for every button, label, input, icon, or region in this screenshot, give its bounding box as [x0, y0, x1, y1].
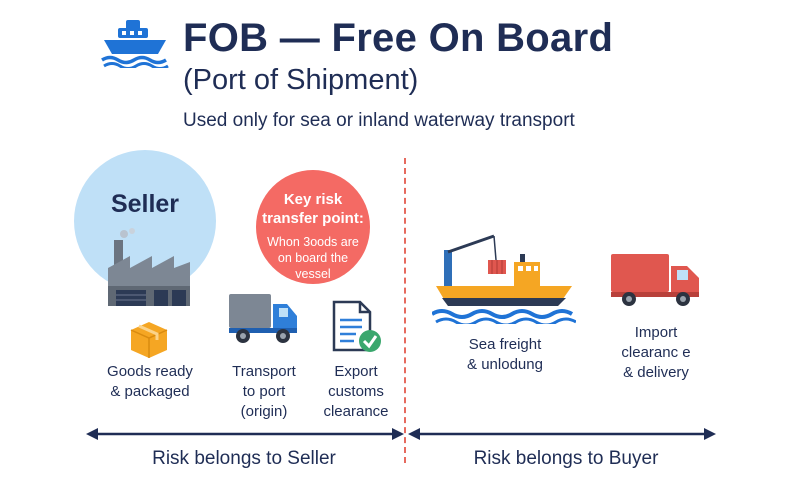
ship-icon — [101, 20, 169, 68]
step-label-line: Sea freight — [468, 336, 542, 353]
step-label-line: customs — [328, 383, 384, 400]
step-goods-ready: Goods ready & packaged — [90, 362, 210, 402]
page-subtitle: (Port of Shipment) — [183, 64, 419, 96]
step-label-line: Export — [334, 363, 378, 380]
step-transport-to-port: Transport to port (origin) — [212, 362, 316, 422]
risk-transfer-text: Whon 3oods are on board the vessel — [256, 234, 370, 282]
seller-label: Seller — [110, 190, 180, 218]
risk-transfer-divider — [404, 158, 406, 463]
step-label-line: Import — [634, 324, 678, 341]
risk-text-line: Whon 3oods are — [267, 235, 359, 249]
page-tagline: Used only for sea or inland waterway tra… — [183, 110, 575, 131]
risk-text-line: on board the — [277, 251, 349, 265]
cargo-ship-icon — [432, 234, 576, 324]
risk-arrows — [86, 428, 716, 440]
risk-transfer-title: Key risk transfer point: — [256, 190, 370, 228]
step-label-line: clearance — [323, 403, 389, 420]
step-label-line: & unlodung — [467, 356, 543, 373]
step-export-customs: Export customs clearance — [308, 362, 404, 422]
step-label-line: to port — [242, 383, 286, 400]
buyer-risk-arrow — [408, 428, 716, 440]
customs-document-icon — [332, 300, 381, 352]
factory-icon — [108, 228, 190, 306]
step-label-line: & delivery — [623, 364, 689, 381]
step-sea-freight: Sea freight & unlodung — [440, 335, 570, 375]
risk-text-line: vessel — [295, 267, 331, 281]
risk-title-line: Key risk — [283, 191, 343, 208]
seller-risk-label: Risk belongs to Seller — [152, 448, 336, 469]
step-label-line: Goods ready — [107, 363, 193, 380]
step-label-line: & packaged — [110, 383, 190, 400]
step-label-line: Transport — [232, 363, 296, 380]
seller-risk-arrow — [86, 428, 404, 440]
truck-icon — [229, 294, 297, 343]
delivery-truck-icon — [611, 254, 699, 306]
risk-title-line: transfer point: — [262, 210, 364, 227]
risk-transfer-circle — [256, 170, 370, 284]
page-title: FOB — Free On Board — [183, 16, 614, 60]
step-label-line: (origin) — [240, 403, 288, 420]
buyer-risk-label: Risk belongs to Buyer — [473, 448, 659, 469]
step-import-clearance: Import clearanc e & delivery — [596, 323, 716, 383]
package-icon — [130, 322, 168, 358]
step-label-line: clearanc e — [621, 344, 691, 361]
